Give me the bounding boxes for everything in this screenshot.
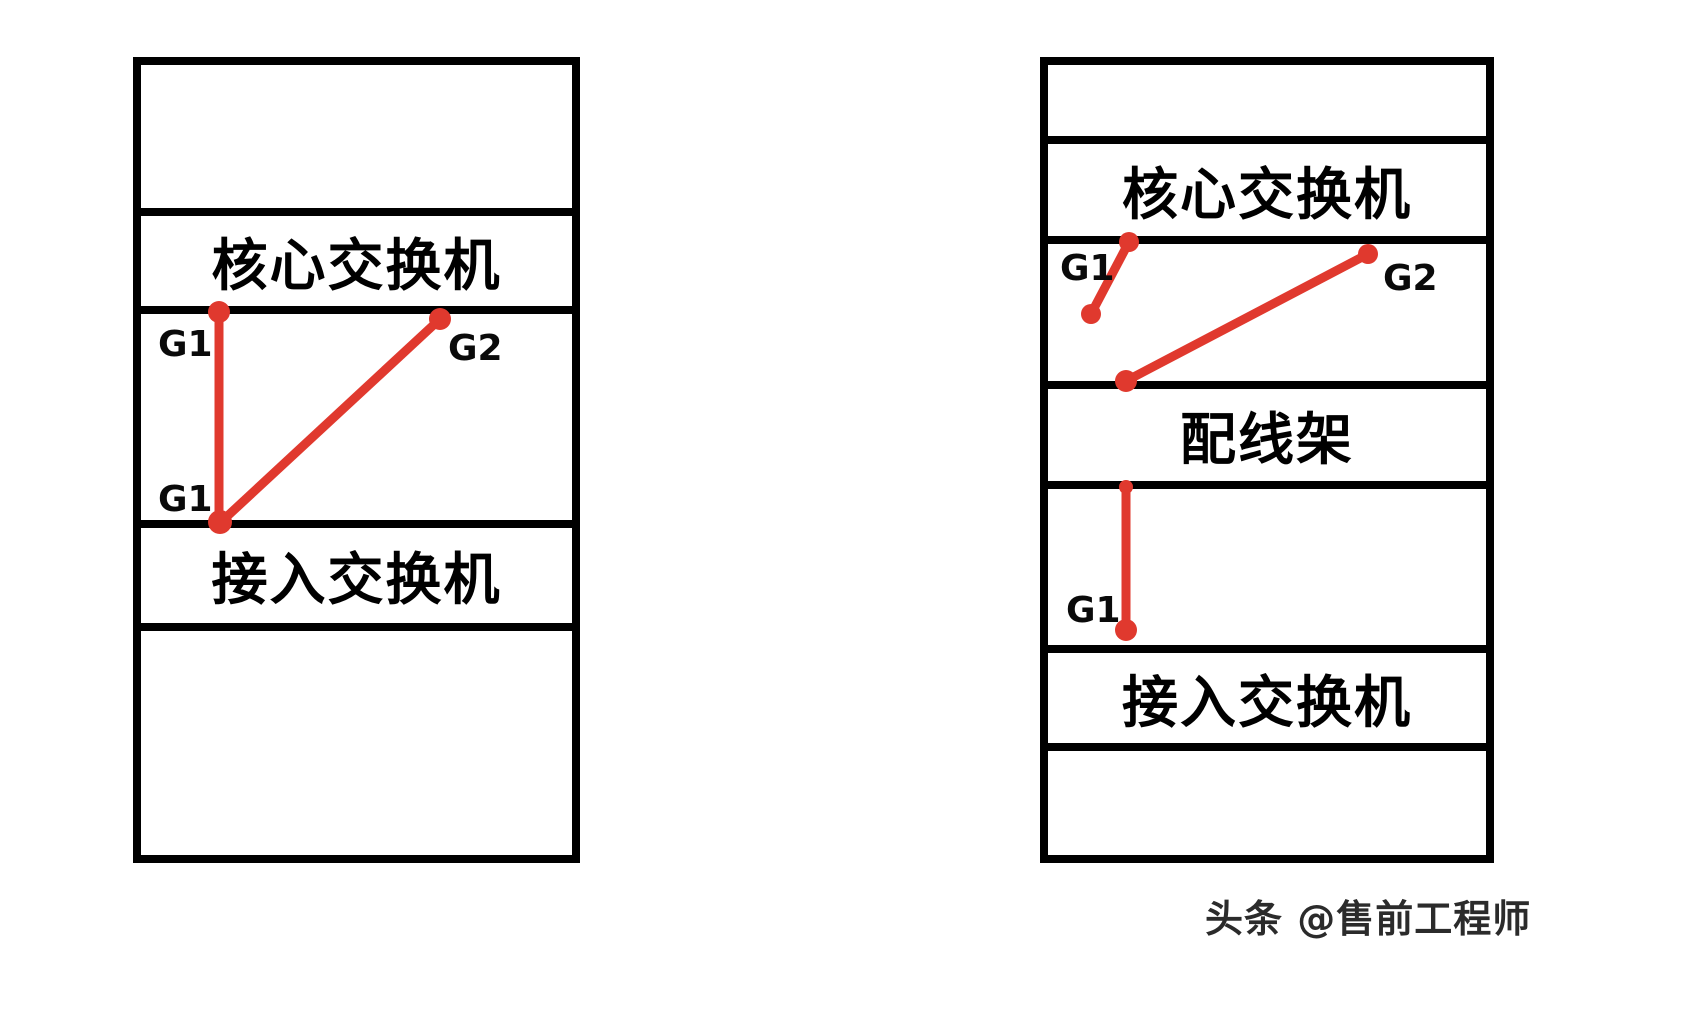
watermark-text: 头条 @售前工程师 xyxy=(1205,897,1532,941)
right-rack: 核心交换机 配线架 接入交换机 xyxy=(1040,57,1494,863)
left-rack-divider-1 xyxy=(141,208,572,216)
left-rack-divider-4 xyxy=(141,623,572,631)
right-port-label-g2: G2 xyxy=(1383,258,1438,299)
right-patch-panel-label: 配线架 xyxy=(1180,407,1354,473)
right-core-switch-label: 核心交换机 xyxy=(1122,162,1412,228)
right-rack-divider-3 xyxy=(1048,381,1486,389)
right-port-label-g1-bottom: G1 xyxy=(1066,590,1121,631)
left-port-label-g1-bottom: G1 xyxy=(158,479,213,520)
right-rack-divider-4 xyxy=(1048,481,1486,489)
right-rack-divider-5 xyxy=(1048,645,1486,653)
left-port-label-g1-top: G1 xyxy=(158,324,213,365)
left-rack: 核心交换机 接入交换机 xyxy=(133,57,580,863)
right-rack-divider-1 xyxy=(1048,136,1486,144)
left-port-label-g2: G2 xyxy=(448,328,503,369)
right-rack-divider-6 xyxy=(1048,743,1486,751)
left-access-switch-label: 接入交换机 xyxy=(211,548,502,613)
right-access-switch-label: 接入交换机 xyxy=(1122,670,1412,736)
right-rack-divider-2 xyxy=(1048,236,1486,244)
left-core-switch-label: 核心交换机 xyxy=(211,233,502,299)
right-port-label-g1-top: G1 xyxy=(1060,248,1115,289)
left-rack-divider-2 xyxy=(141,306,572,314)
left-rack-divider-3 xyxy=(141,520,572,528)
